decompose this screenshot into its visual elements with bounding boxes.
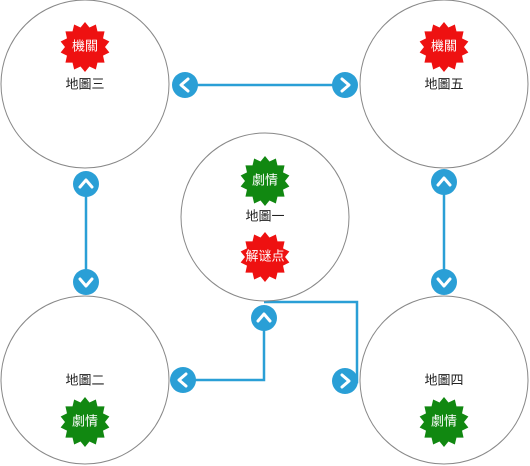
chevron-up-icon[interactable] [251,305,277,331]
burst-badge-shape [419,397,469,447]
burst-badge-shape [240,156,290,206]
connector-map1-map2 [183,318,266,382]
map-circle [0,0,170,169]
badge-label: 解谜点 [245,250,284,265]
map-circle [0,295,170,465]
map-node-map3[interactable]: 機關 地圖三 [0,0,170,169]
map-label: 地圖四 [424,374,463,389]
badge-story: 劇情 [60,397,110,447]
chevron-right-icon[interactable] [332,368,358,394]
badge-mechanism: 機關 [60,22,110,72]
badge-puzzle: 解谜点 [240,232,290,282]
connectors [84,83,446,384]
badge-label: 劇情 [252,174,278,189]
badge-mechanism: 機關 [419,22,469,72]
badge-story: 劇情 [240,156,290,206]
map-node-map1[interactable]: 劇情 地圖一 解谜点 [180,132,350,302]
chevron-up-icon[interactable] [431,169,457,195]
map-node-map4[interactable]: 地圖四 劇情 [359,295,529,465]
chevron-up-icon[interactable] [73,171,99,197]
map-circle [359,0,529,169]
map-label: 地圖五 [424,78,463,93]
burst-badge-shape [60,397,110,447]
map-circle [359,295,529,465]
badge-label: 機關 [72,40,98,55]
badge-label: 劇情 [72,415,98,430]
badge-label: 機關 [431,40,457,55]
chevron-left-icon[interactable] [170,367,196,393]
chevron-down-icon[interactable] [431,269,457,295]
chevron-down-icon[interactable] [73,269,99,295]
burst-badge-shape [60,22,110,72]
map-label: 地圖二 [65,374,104,389]
map-node-map2[interactable]: 地圖二 劇情 [0,295,170,465]
map-label: 地圖一 [245,210,284,225]
map-circle [180,132,350,302]
badge-label: 劇情 [431,415,457,430]
chevron-right-icon[interactable] [332,72,358,98]
burst-badge-shape [240,232,290,282]
burst-badge-shape [419,22,469,72]
badge-story: 劇情 [419,397,469,447]
chevron-left-icon[interactable] [172,72,198,98]
map-label: 地圖三 [65,78,104,93]
map-node-map5[interactable]: 機關 地圖五 [359,0,529,169]
